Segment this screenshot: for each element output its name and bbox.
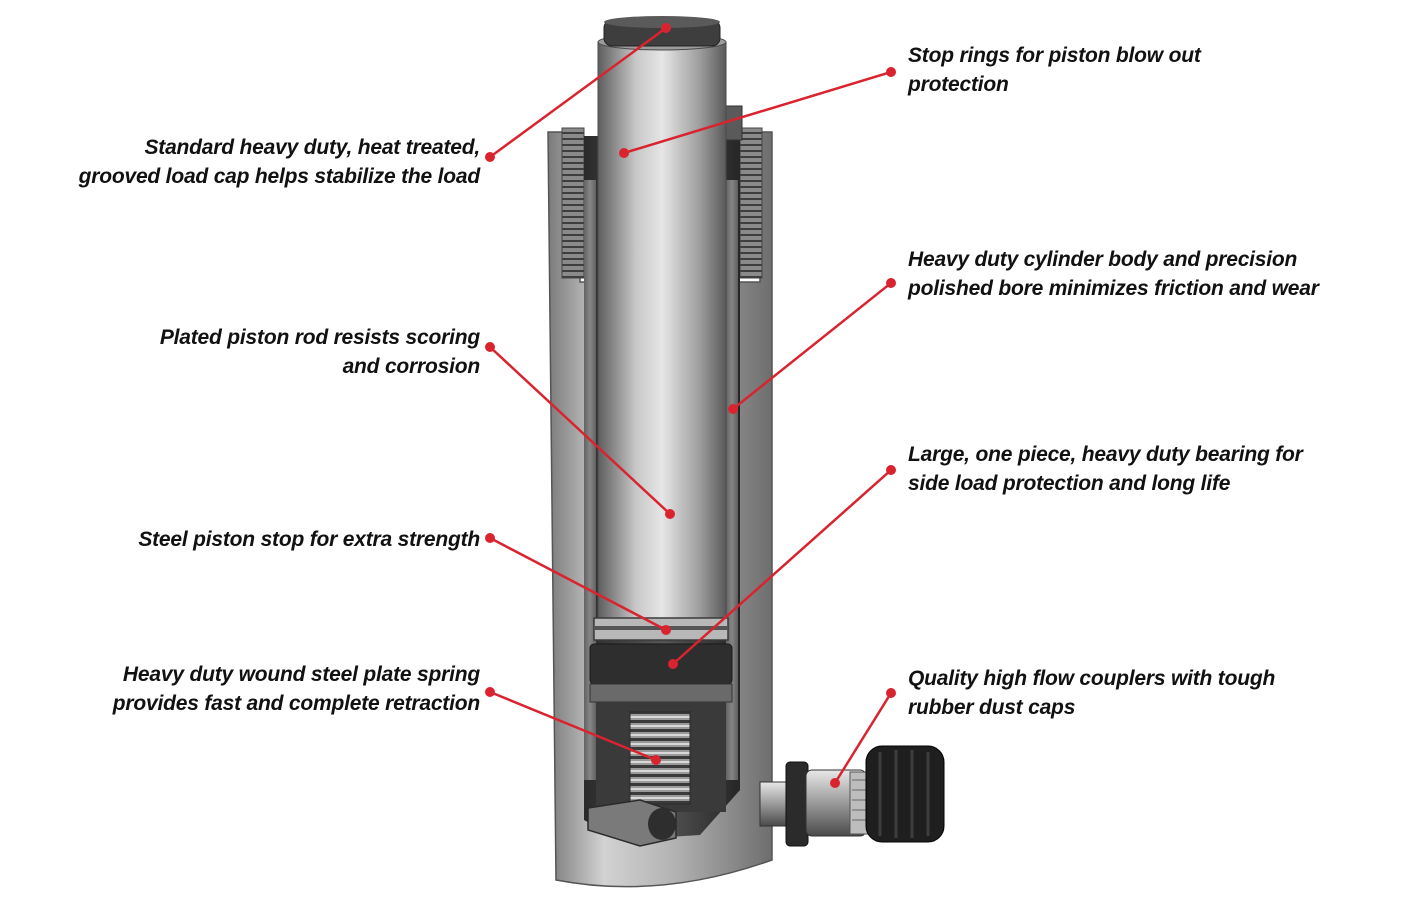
callout-piston-rod-line-2: and corrosion bbox=[342, 355, 481, 378]
coupler-knurl bbox=[849, 771, 869, 835]
callout-load-cap-line-2: grooved load cap helps stabilize the loa… bbox=[78, 165, 481, 188]
callout-piston-rod-line-1: Plated piston rod resists scoring bbox=[159, 326, 480, 349]
callout-spring-line-1: Heavy duty wound steel plate spring bbox=[122, 663, 480, 686]
callout-couplers-line-1: Quality high flow couplers with tough bbox=[908, 667, 1276, 690]
callout-cylinder-body-line-2: polished bore minimizes friction and wea… bbox=[908, 277, 1319, 300]
leader-couplers bbox=[833, 692, 893, 784]
dot-piston-stop-part bbox=[661, 625, 671, 635]
leader-piston-rod bbox=[489, 346, 671, 515]
dot-stop-rings-text bbox=[886, 67, 896, 77]
load-cap-rim bbox=[604, 16, 720, 28]
leader-cylinder-body bbox=[732, 282, 892, 410]
dot-stop-rings-part bbox=[619, 148, 629, 158]
dot-couplers-text bbox=[886, 688, 896, 698]
dot-bearing-part bbox=[668, 659, 678, 669]
callout-spring-line-2: provides fast and complete retraction bbox=[112, 692, 480, 715]
callout-load-cap-line-1: Standard heavy duty, heat treated, bbox=[144, 136, 480, 159]
callout-piston-rod: Plated piston rod resists scoring and co… bbox=[160, 323, 480, 381]
dot-load-cap-part bbox=[661, 23, 671, 33]
bearing bbox=[589, 643, 733, 685]
dot-cylinder-body-text bbox=[886, 278, 896, 288]
dot-piston-rod-part bbox=[665, 509, 675, 519]
dot-piston-rod-text bbox=[485, 342, 495, 352]
coupler-nut bbox=[785, 761, 809, 847]
callout-piston-stop-line-1: Steel piston stop for extra strength bbox=[138, 528, 480, 551]
dot-cylinder-body-part bbox=[728, 404, 738, 414]
bearing-band bbox=[589, 683, 733, 703]
callout-stop-rings-line-2: protection bbox=[908, 73, 1009, 96]
callout-couplers: Quality high flow couplers with tough ru… bbox=[908, 664, 1275, 722]
callout-cylinder-body: Heavy duty cylinder body and precision p… bbox=[908, 245, 1319, 303]
callout-stop-rings-line-1: Stop rings for piston blow out bbox=[908, 44, 1201, 67]
callout-load-cap: Standard heavy duty, heat treated, groov… bbox=[78, 133, 481, 191]
bottom-fitting-end bbox=[648, 808, 676, 840]
bore-wall-right bbox=[726, 180, 738, 780]
leader-bearing bbox=[672, 469, 892, 665]
dust-cap bbox=[865, 745, 945, 843]
callout-stop-rings: Stop rings for piston blow out protectio… bbox=[908, 41, 1201, 99]
dust-cap-ribs bbox=[878, 750, 930, 838]
callout-bearing-line-2: side load protection and long life bbox=[908, 472, 1231, 495]
dot-spring-part bbox=[651, 755, 661, 765]
thread-collar-left bbox=[561, 127, 585, 279]
leader-spring bbox=[489, 690, 657, 762]
callout-cylinder-body-line-1: Heavy duty cylinder body and precision bbox=[908, 248, 1298, 271]
bore-wall-left bbox=[584, 180, 596, 780]
leader-stop-rings bbox=[623, 70, 892, 155]
callout-piston-stop: Steel piston stop for extra strength bbox=[138, 525, 480, 554]
callout-bearing-line-1: Large, one piece, heavy duty bearing for bbox=[908, 443, 1303, 466]
callout-couplers-line-2: rubber dust caps bbox=[908, 696, 1076, 719]
callout-spring: Heavy duty wound steel plate spring prov… bbox=[113, 660, 480, 718]
leader-load-cap bbox=[489, 26, 667, 159]
dot-load-cap-text bbox=[485, 152, 495, 162]
leader-lines bbox=[485, 23, 896, 788]
leader-piston-stop bbox=[489, 536, 667, 632]
piston-rod bbox=[597, 41, 727, 633]
dot-spring-text bbox=[485, 687, 495, 697]
callout-bearing: Large, one piece, heavy duty bearing for… bbox=[908, 440, 1303, 498]
dot-bearing-text bbox=[886, 465, 896, 475]
dot-piston-stop-text bbox=[485, 533, 495, 543]
thread-collar-right bbox=[739, 127, 763, 279]
dot-couplers-part bbox=[830, 778, 840, 788]
